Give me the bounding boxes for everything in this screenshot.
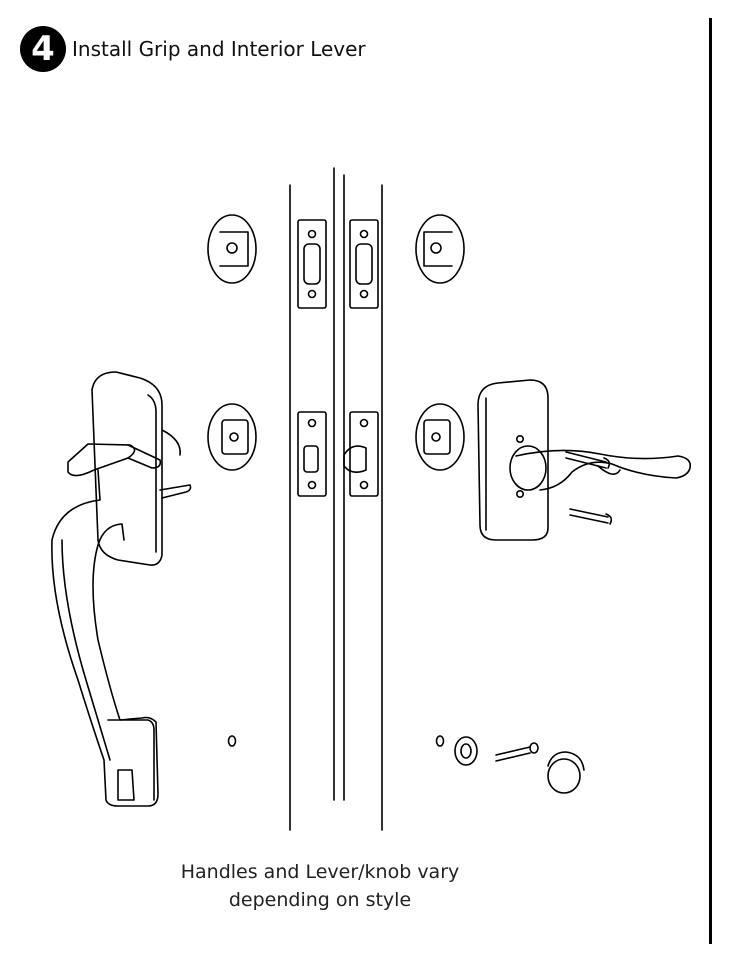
bore-hole-top-right: [415, 214, 465, 284]
step-header: 4 Install Grip and Interior Lever: [20, 24, 366, 74]
mounting-hole-left: [227, 735, 237, 747]
passage-latch-plate-left: [297, 411, 327, 497]
step-number: 4: [31, 29, 55, 69]
caption: Handles and Lever/knob vary depending on…: [170, 858, 470, 914]
bore-hole-middle-right: [415, 403, 465, 471]
step-title: Install Grip and Interior Lever: [72, 37, 366, 61]
page-border-rule: [709, 18, 712, 944]
deadbolt-latch-plate-left: [297, 219, 327, 309]
knob-set: [454, 736, 585, 794]
mounting-hole-right: [435, 735, 445, 747]
deadbolt-latch-plate-right: [349, 219, 379, 309]
door-edges: [289, 167, 383, 831]
interior-lever: [477, 379, 692, 541]
bore-hole-top-left: [207, 214, 257, 284]
bore-hole-middle-left: [207, 403, 257, 471]
passage-latch-plate-right: [343, 411, 379, 497]
exterior-grip-handle: [51, 371, 192, 807]
lever-screws: [565, 451, 613, 525]
step-number-badge: 4: [20, 26, 66, 72]
caption-line-1: Handles and Lever/knob vary: [180, 861, 460, 883]
caption-line-2: depending on style: [228, 889, 412, 911]
